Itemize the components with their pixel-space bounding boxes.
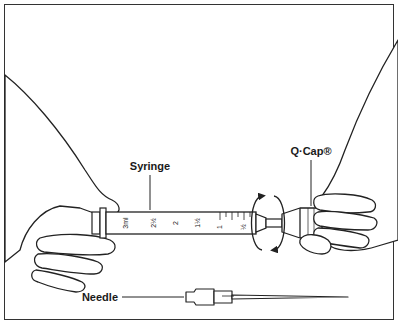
frame [5,5,394,320]
scale-number: 2½ [150,218,158,228]
part-label: Needle [82,291,118,304]
leader-lines [122,160,311,297]
needle [186,289,348,305]
part-label: Syringe [130,160,170,173]
scale-number: 1½ [194,218,202,228]
scale-number: 3ml [122,217,130,228]
part-label: Q·Cap® [290,145,331,158]
left-hand [5,75,119,292]
scale-number: 1 [216,225,224,229]
rotation-arrow [252,196,285,250]
syringe [92,208,282,238]
scale-number: ½ [240,224,248,230]
scale-number: 2 [172,221,180,225]
